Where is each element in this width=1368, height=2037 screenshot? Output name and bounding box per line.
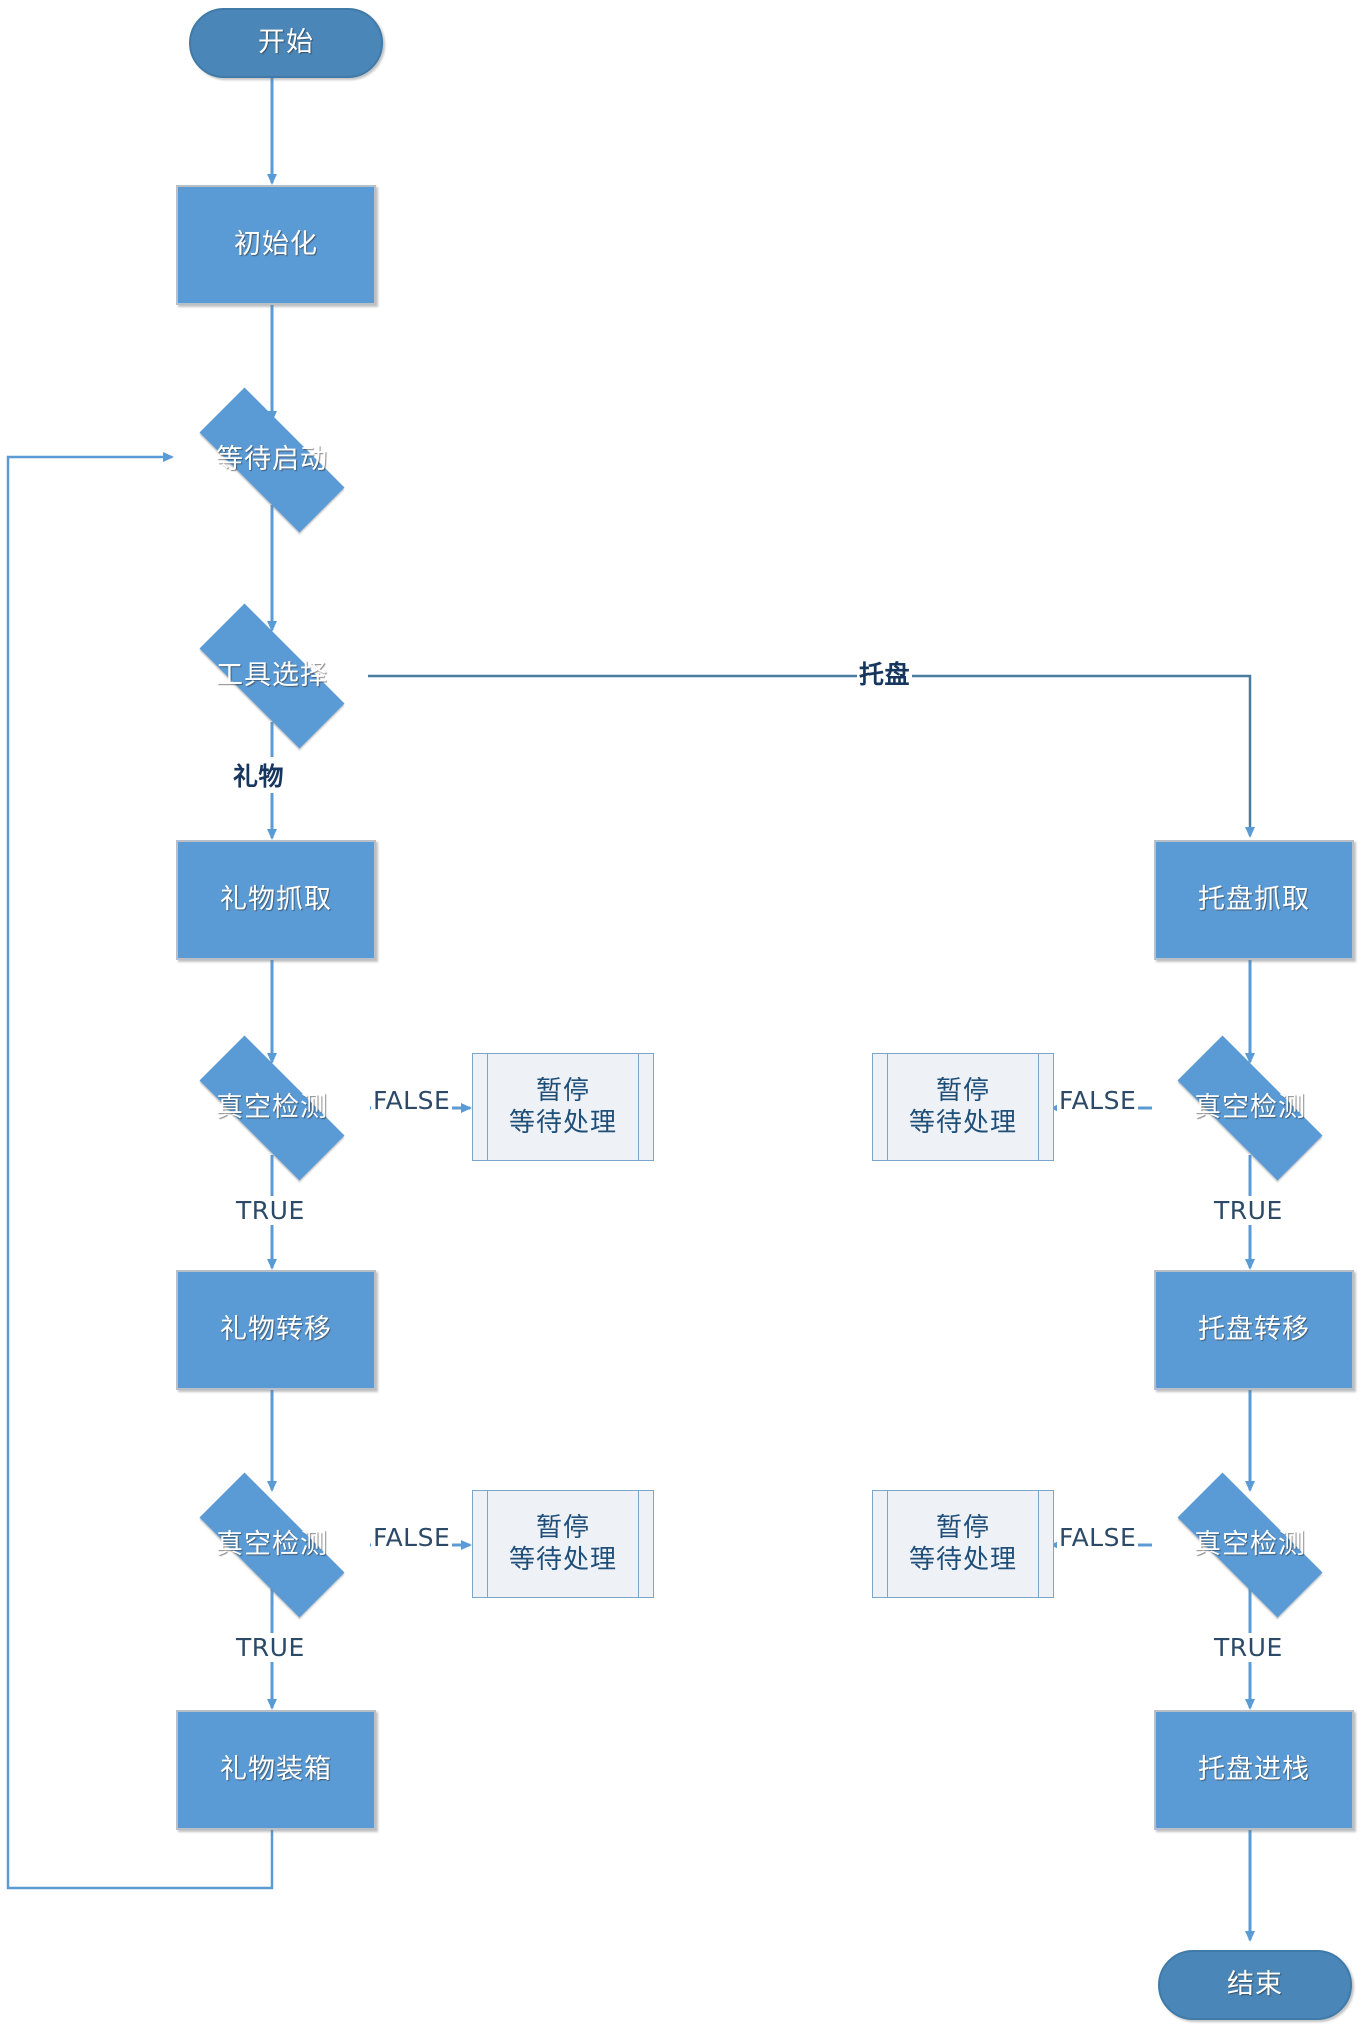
edge-label-tray-vac2-false: FALSE xyxy=(1057,1523,1139,1552)
branch-gift-text: 礼物 xyxy=(233,762,285,791)
node-tool-select-label: 工具选择 xyxy=(216,659,328,691)
node-end-label: 结束 xyxy=(1227,1968,1283,2000)
node-wait-start[interactable]: 等待启动 xyxy=(172,387,372,533)
node-gift-vacuum-check-2[interactable]: 真空检测 xyxy=(172,1472,372,1618)
node-tray-move[interactable]: 托盘转移 xyxy=(1154,1270,1354,1390)
tray-vac1-false-text: FALSE xyxy=(1059,1086,1137,1115)
node-gift-pick-label: 礼物抓取 xyxy=(220,883,332,915)
node-tray-pause-1[interactable]: 暂停 等待处理 xyxy=(872,1053,1054,1161)
gift-vac1-false-text: FALSE xyxy=(373,1086,451,1115)
node-tray-move-label: 托盘转移 xyxy=(1198,1313,1310,1345)
edge-label-gift-vac2-false: FALSE xyxy=(371,1523,453,1552)
node-gift-move[interactable]: 礼物转移 xyxy=(176,1270,376,1390)
node-tray-vacuum-check-1-label: 真空检测 xyxy=(1194,1091,1306,1123)
subprocess-right-bar xyxy=(1038,1491,1039,1597)
tray-vac2-true-text: TRUE xyxy=(1214,1633,1283,1662)
subprocess-right-bar xyxy=(638,1054,639,1160)
node-gift-box-label: 礼物装箱 xyxy=(220,1753,332,1785)
node-start-label: 开始 xyxy=(258,26,314,58)
node-gift-pause-2[interactable]: 暂停 等待处理 xyxy=(472,1490,654,1598)
subprocess-left-bar xyxy=(887,1054,888,1160)
node-tray-vacuum-check-2-label: 真空检测 xyxy=(1194,1528,1306,1560)
gift-vac2-true-text: TRUE xyxy=(236,1633,305,1662)
node-init-label: 初始化 xyxy=(234,228,318,260)
node-tray-pick[interactable]: 托盘抓取 xyxy=(1154,840,1354,960)
subprocess-right-bar xyxy=(1038,1054,1039,1160)
gift-vac2-false-text: FALSE xyxy=(373,1523,451,1552)
gift-vac1-true-text: TRUE xyxy=(236,1196,305,1225)
subprocess-right-bar xyxy=(638,1491,639,1597)
tray-vac2-false-text: FALSE xyxy=(1059,1523,1137,1552)
edge-label-tray-vac1-false: FALSE xyxy=(1057,1086,1139,1115)
node-gift-box[interactable]: 礼物装箱 xyxy=(176,1710,376,1830)
node-gift-vacuum-check-2-label: 真空检测 xyxy=(216,1528,328,1560)
node-tray-stack[interactable]: 托盘进栈 xyxy=(1154,1710,1354,1830)
node-init[interactable]: 初始化 xyxy=(176,185,376,305)
node-end[interactable]: 结束 xyxy=(1158,1950,1352,2020)
node-gift-vacuum-check-1-label: 真空检测 xyxy=(216,1091,328,1123)
tray-vac1-true-text: TRUE xyxy=(1214,1196,1283,1225)
edge-label-branch-tray: 托盘 xyxy=(857,655,913,691)
node-tray-vacuum-check-1[interactable]: 真空检测 xyxy=(1150,1035,1350,1181)
edge-label-gift-vac2-true: TRUE xyxy=(234,1633,307,1662)
node-gift-pick[interactable]: 礼物抓取 xyxy=(176,840,376,960)
node-tray-pause-2-label: 暂停 等待处理 xyxy=(908,1512,1017,1576)
node-gift-pause-1-label: 暂停 等待处理 xyxy=(508,1075,617,1139)
node-tray-pause-2[interactable]: 暂停 等待处理 xyxy=(872,1490,1054,1598)
node-tray-pick-label: 托盘抓取 xyxy=(1198,883,1310,915)
node-gift-move-label: 礼物转移 xyxy=(220,1313,332,1345)
node-tray-vacuum-check-2[interactable]: 真空检测 xyxy=(1150,1472,1350,1618)
subprocess-left-bar xyxy=(887,1491,888,1597)
node-start[interactable]: 开始 xyxy=(189,8,383,78)
subprocess-left-bar xyxy=(487,1054,488,1160)
node-wait-start-label: 等待启动 xyxy=(216,443,328,475)
node-gift-vacuum-check-1[interactable]: 真空检测 xyxy=(172,1035,372,1181)
edge-label-gift-vac1-true: TRUE xyxy=(234,1196,307,1225)
node-tray-pause-1-label: 暂停 等待处理 xyxy=(908,1075,1017,1139)
branch-tray-text: 托盘 xyxy=(859,660,911,689)
node-tray-stack-label: 托盘进栈 xyxy=(1198,1753,1310,1785)
edge-label-tray-vac1-true: TRUE xyxy=(1212,1196,1285,1225)
edge-label-branch-gift: 礼物 xyxy=(231,757,287,793)
edge-label-gift-vac1-false: FALSE xyxy=(371,1086,453,1115)
subprocess-left-bar xyxy=(487,1491,488,1597)
edge-label-tray-vac2-true: TRUE xyxy=(1212,1633,1285,1662)
node-gift-pause-2-label: 暂停 等待处理 xyxy=(508,1512,617,1576)
node-gift-pause-1[interactable]: 暂停 等待处理 xyxy=(472,1053,654,1161)
edge-tool-tray xyxy=(368,674,1255,838)
node-tool-select[interactable]: 工具选择 xyxy=(172,603,372,749)
